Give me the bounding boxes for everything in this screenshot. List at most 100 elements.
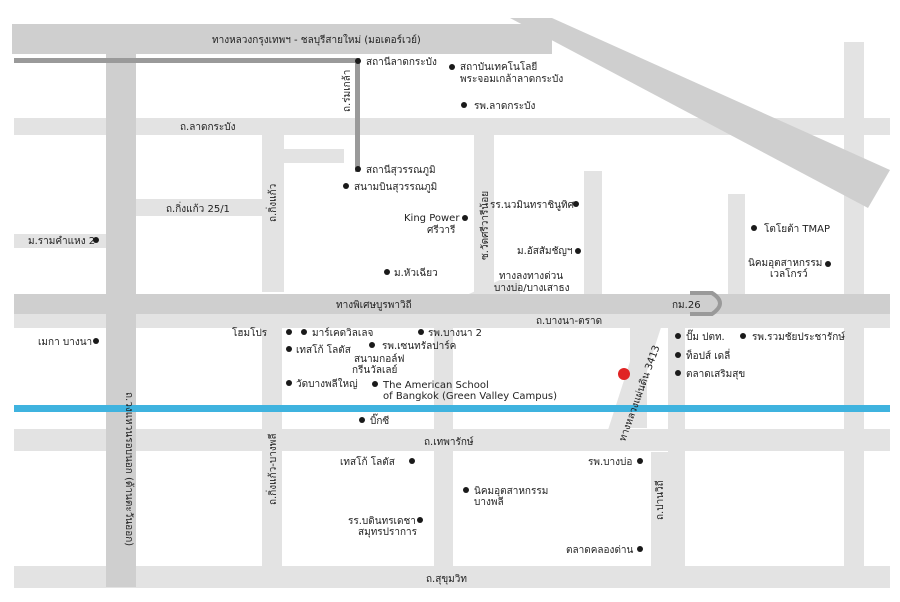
poi-wellgrow-2: เวลโกรว์	[770, 267, 808, 280]
poi-home-pro: โฮมโปร	[232, 326, 268, 339]
label-km26: กม.26	[672, 300, 701, 311]
poi-dot	[372, 381, 378, 387]
label-thepharak: ถ.เทพารักษ์	[424, 436, 474, 448]
points-of-interest: สถานีลาดกระบัง สถาบันเทคโนโลยี พระจอมเกล…	[28, 56, 845, 556]
poi-dot	[449, 64, 455, 70]
road-right-ns	[668, 328, 685, 566]
poi-megabangna: เมกา บางนา	[38, 337, 92, 348]
poi-dot	[384, 269, 390, 275]
road-kingkaew-25-1	[136, 199, 284, 216]
road-motorway-diagonal	[510, 18, 890, 208]
poi-navamintra: รร.นวมินทราชินูทิศ	[490, 200, 575, 211]
road-kingkaew	[262, 134, 284, 292]
poi-dot	[355, 58, 361, 64]
label-phiset-burapha: ทางพิเศษบูรพาวิถี	[336, 299, 412, 311]
poi-dot	[462, 215, 468, 221]
label-outer-ring: ถ.วงแหวนรอบนอก (ด้านตะวันออก)	[123, 392, 135, 546]
poi-big-c: บิ๊กซี	[370, 413, 389, 427]
poi-dot	[409, 458, 415, 464]
poi-american-school-1: The American School	[382, 380, 489, 391]
poi-dot	[418, 329, 424, 335]
poi-station-lat-krabang: สถานีลาดกระบัง	[366, 56, 437, 68]
poi-bodindecha-1: รร.บดินทรเดชา	[348, 516, 416, 527]
poi-ruamchai-hospital: รพ.รวมชัยประชารักษ์	[752, 331, 845, 343]
poi-dot	[286, 380, 292, 386]
poi-golf-1: สนามกอล์ฟ	[354, 353, 404, 365]
label-rom-klao: ถ.ร่มเกล้า	[341, 70, 353, 112]
label-sukhumvit: ถ.สุขุมวิท	[426, 574, 467, 585]
major-roads	[12, 18, 890, 587]
label-pan-withi: ถ.ปานวิถี	[654, 480, 666, 520]
poi-dot	[343, 183, 349, 189]
poi-bangna2-hospital: รพ.บางนา 2	[428, 328, 482, 339]
road-outer-ring	[106, 54, 136, 587]
airport-rail-link	[14, 58, 359, 63]
poi-dot	[637, 546, 643, 552]
poi-bangphli-industrial-2: บางพลี	[474, 496, 504, 508]
road-bangna-trat	[14, 314, 890, 328]
poi-airport-suvarnabhumi: สนามบินสุวรรณภูมิ	[354, 182, 437, 193]
poi-central-park-hospital: รพ.เซนทรัลปาร์ค	[382, 340, 456, 352]
poi-dot	[637, 458, 643, 464]
road-phiset-burapha	[14, 294, 890, 314]
label-lat-krabang: ถ.ลาดกระบัง	[180, 122, 236, 133]
poi-dot	[573, 201, 579, 207]
poi-ptt: ปั๊ม ปตท.	[686, 329, 725, 343]
poi-samakee-market: ตลาดเสริมสุข	[686, 369, 745, 380]
poi-dot	[417, 517, 423, 523]
poi-dot	[675, 370, 681, 376]
road-wat-sriwaree	[474, 133, 494, 295]
poi-golf-2: กรีนวัลเลย์	[352, 364, 397, 376]
label-kingkaew-25-1: ถ.กิ่งแก้ว 25/1	[166, 201, 230, 215]
poi-dot	[301, 329, 307, 335]
road-navamintra-spur	[584, 171, 602, 294]
poi-lotus-1: เทสโก้ โลตัส	[296, 343, 351, 356]
canal	[14, 405, 890, 412]
poi-king-power-2: ศรีวารี	[427, 224, 456, 236]
poi-dot	[359, 417, 365, 423]
poi-kmitl-1: สถาบันเทคโนโลยี	[460, 60, 537, 73]
poi-dot	[575, 248, 581, 254]
poi-dot	[740, 333, 746, 339]
road-pan-withi	[651, 452, 668, 566]
poi-klong-dan-market: ตลาดคลองด่าน	[566, 545, 634, 556]
road-central-ns	[434, 326, 453, 566]
road-sukhumvit	[14, 566, 890, 588]
poi-dot	[286, 346, 292, 352]
label-motorway: ทางหลวงกรุงเทพฯ - ชลบุรีสายใหม่ (มอเตอร์…	[212, 34, 421, 46]
poi-dot	[675, 352, 681, 358]
label-bangna-trat: ถ.บางนา-ตราด	[536, 316, 602, 327]
poi-hospital-lat-krabang: รพ.ลาดกระบัง	[474, 101, 536, 112]
poi-tmap: โตโยต้า TMAP	[764, 222, 830, 235]
poi-dot	[461, 102, 467, 108]
poi-mahachai: ม.หัวเฉียว	[394, 267, 438, 279]
road-ram-khamhaeng-2-link	[14, 234, 108, 248]
poi-bangbo-hospital: รพ.บางบ่อ	[588, 457, 632, 468]
poi-ram-khamhaeng-2: ม.รามคำแหง 2	[28, 236, 95, 247]
poi-assumption: ม.อัสสัมชัญฯ	[517, 246, 573, 257]
destination-marker[interactable]	[618, 368, 630, 380]
poi-dot	[675, 333, 681, 339]
poi-wat-bangphli-yai: วัดบางพลีใหญ่	[296, 378, 358, 390]
road-motorway	[12, 24, 552, 54]
road-km26-loop	[690, 291, 722, 316]
label-kingkaew-bangphli: ถ.กิ่งแก้ว-บางพลี	[265, 434, 279, 505]
poi-bangphli-industrial-1: นิคมอุตสาหกรรม	[474, 486, 548, 497]
poi-dot	[463, 487, 469, 493]
label-wat-sriwaree: ซ.วัดศรีวารีน้อย	[479, 191, 491, 260]
road-highway-3413	[608, 315, 665, 430]
label-expressway-exit-2: บางบ่อ/บางเสาธง	[494, 283, 570, 294]
label-expressway-exit-1: ทางลงทางด่วน	[499, 271, 563, 282]
poi-dot	[355, 166, 361, 172]
poi-dot	[825, 261, 831, 267]
poi-american-school-2: of Bangkok (Green Valley Campus)	[383, 391, 557, 402]
road-link-short	[262, 149, 344, 163]
poi-makro: มาร์เคดวิลเลจ	[312, 327, 373, 339]
road-kingkaew-bangphli	[262, 326, 282, 566]
poi-dot	[369, 342, 375, 348]
poi-king-power-1: King Power	[404, 213, 460, 224]
label-kingkaew: ถ.กิ่งแก้ว	[265, 184, 279, 222]
poi-dot	[751, 225, 757, 231]
poi-tops-daily: ท็อปส์ เดลี่	[686, 348, 730, 362]
